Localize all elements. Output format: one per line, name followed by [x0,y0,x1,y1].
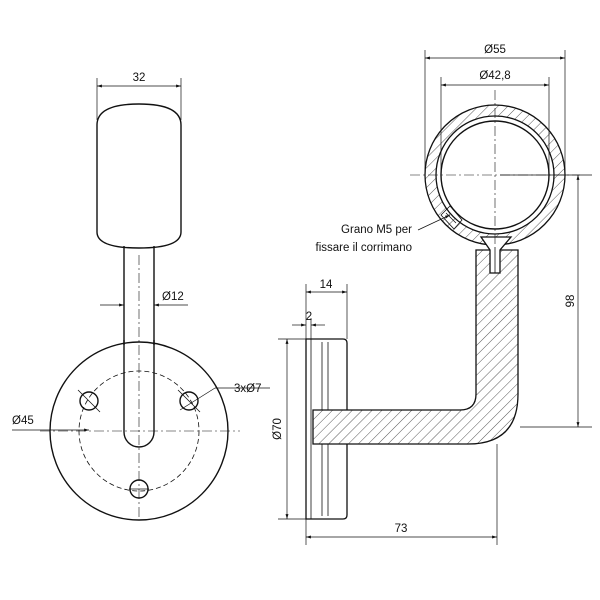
dim-bolt-circle-label: Ø45 [12,415,34,427]
dim-height-label: 98 [565,295,577,308]
dim-tube-label: Ø12 [162,291,184,303]
grub-screw-note-line2: fissare il corrimano [316,242,413,254]
dim-ring-outer-label: Ø55 [484,44,506,56]
front-view: 32 Ø12 3xØ7 Ø45 [12,72,270,521]
side-view: Ø55 Ø42,8 Grano M5 per fissare il corrim… [272,44,592,545]
dim-holes-label: 3xØ7 [234,383,262,395]
dim-ring-inner-label: Ø42,8 [479,70,510,82]
dim-flange-label: Ø70 [272,418,284,440]
grub-screw [479,236,513,274]
dim-plate-depth-label: 14 [320,279,333,291]
grub-screw-note-line1: Grano M5 per [341,224,412,236]
handrail-saddle [96,103,182,249]
dim-plate-thickness-label: 2 [306,311,312,323]
dim-projection-label: 73 [395,523,408,535]
mounting-holes [77,389,201,499]
dim-width-label: 32 [133,72,146,84]
tube-slot [123,340,155,448]
